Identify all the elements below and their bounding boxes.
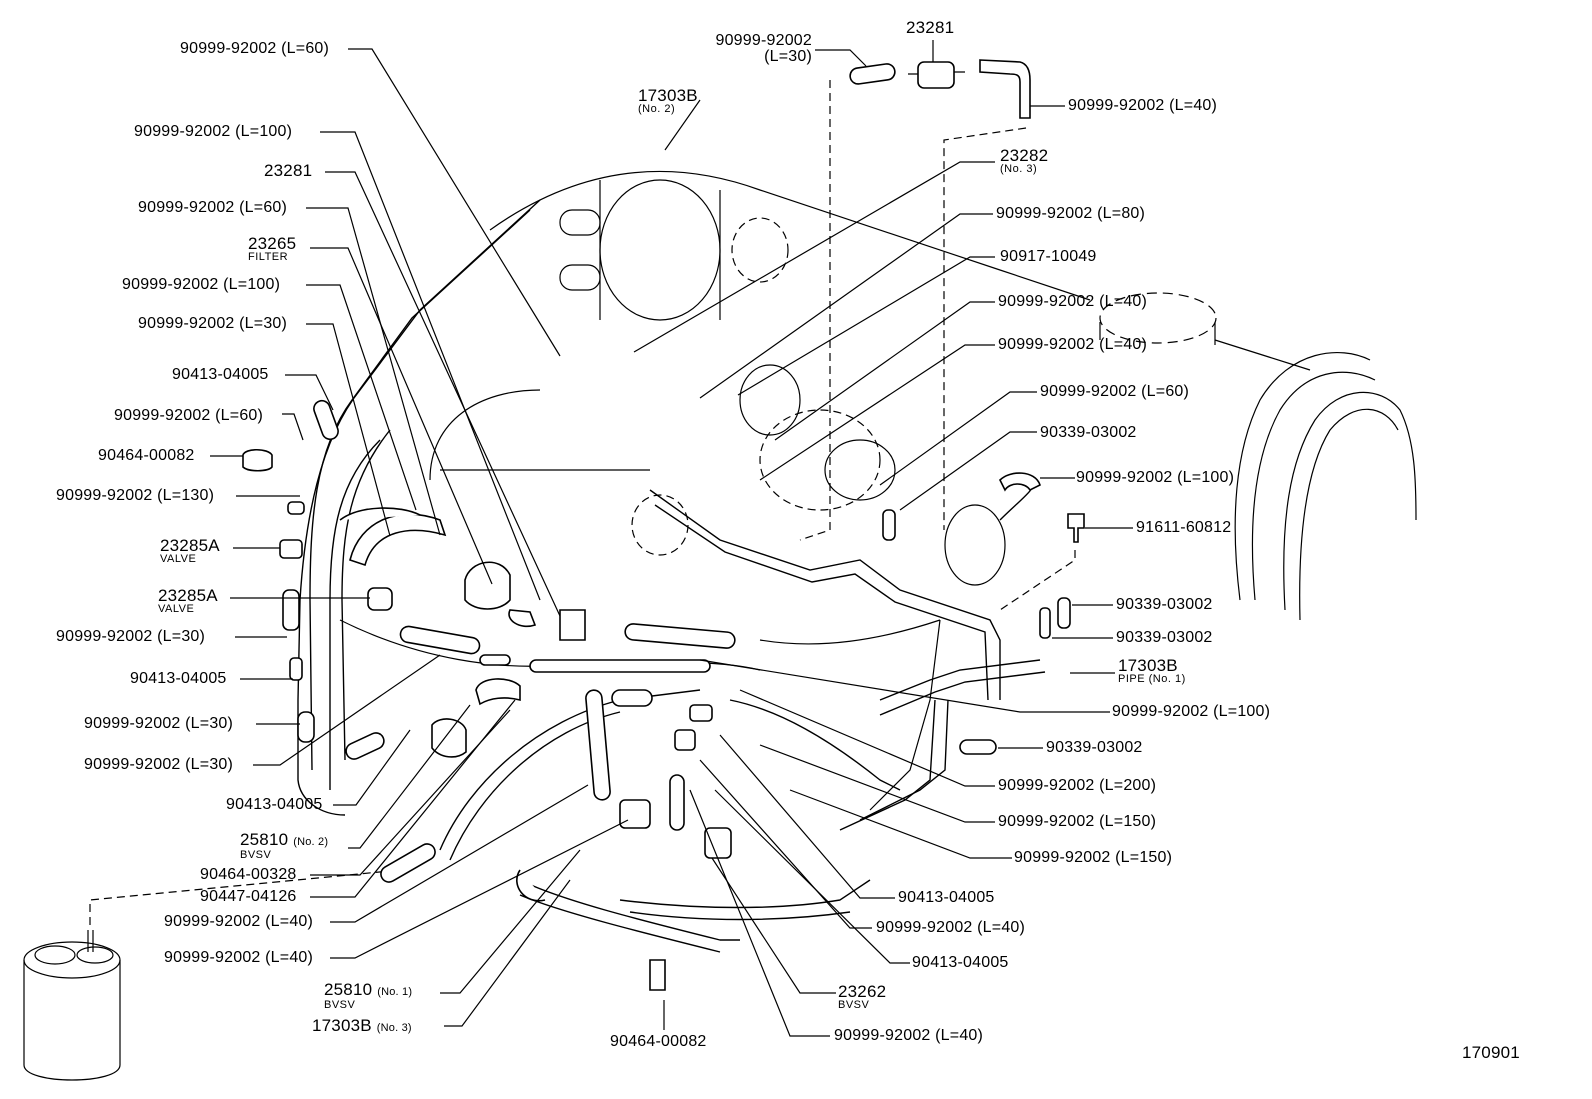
part-number: 17303B xyxy=(312,1016,372,1035)
part-label-l14: 90999-92002 (L=30) xyxy=(56,628,206,645)
center-left-hoses xyxy=(339,507,736,883)
part-label-l24: 25810 (No. 1) BVSV xyxy=(324,980,413,1011)
air-cleaner-drawing xyxy=(1099,292,1417,621)
part-label-l09: 90999-92002 (L=60) xyxy=(114,407,264,424)
part-number: 90999-92002 xyxy=(715,32,812,49)
part-number: 25810 xyxy=(324,980,373,999)
part-label-l06: 90999-92002 (L=100) xyxy=(122,276,281,293)
part-note: (L=30) xyxy=(764,48,812,65)
part-description: VALVE xyxy=(160,553,197,565)
part-label-l38: 90999-92002 (L=100) xyxy=(1076,469,1235,486)
part-label-l52: 90999-92002 (L=40) xyxy=(834,1027,984,1044)
part-number: 17303B xyxy=(638,86,698,105)
diagram-id: 170901 xyxy=(1462,1043,1520,1062)
part-label-l46: 90999-92002 (L=150) xyxy=(998,813,1157,830)
part-label-l23: 90999-92002 (L=40) xyxy=(164,949,314,966)
part-label-l29: 17303B(No. 2) xyxy=(638,86,698,115)
part-label-l49: 90999-92002 (L=40) xyxy=(876,919,1026,936)
part-label-l21: 90447-04126 xyxy=(200,888,297,905)
part-label-l03: 23281 xyxy=(264,161,313,180)
part-description: FILTER xyxy=(248,251,289,263)
part-label-l35: 90999-92002 (L=40) xyxy=(998,336,1148,353)
part-description: BVSV xyxy=(240,849,272,861)
part-label-l48: 90413-04005 xyxy=(898,889,995,906)
part-label-l17: 90999-92002 (L=30) xyxy=(84,756,234,773)
part-label-l07: 90999-92002 (L=30) xyxy=(138,315,288,332)
part-label-l08: 90413-04005 xyxy=(172,366,269,383)
part-label-l27: 90999-92002(L=30) xyxy=(704,33,812,65)
part-label-l16: 90999-92002 (L=30) xyxy=(84,715,234,732)
part-label-l20: 90464-00328 xyxy=(200,866,297,883)
part-label-l02: 90999-92002 (L=100) xyxy=(134,123,293,140)
part-number: 23262 xyxy=(838,982,887,1001)
center-cluster xyxy=(559,179,1036,586)
part-label-l25: 17303B (No. 3) xyxy=(312,1016,412,1036)
part-label-l41: 90339-03002 xyxy=(1116,629,1213,646)
part-label-l22: 90999-92002 (L=40) xyxy=(164,913,314,930)
charcoal-canister xyxy=(23,869,401,1081)
part-label-l10: 90464-00082 xyxy=(98,447,195,464)
part-label-l37: 90339-03002 xyxy=(1040,424,1137,441)
part-description: BVSV xyxy=(324,999,356,1011)
part-number: 23282 xyxy=(1000,146,1049,165)
part-label-l39: 91611-60812 xyxy=(1136,519,1232,536)
part-label-l40: 90339-03002 xyxy=(1116,596,1213,613)
part-label-l33: 90917-10049 xyxy=(1000,248,1097,265)
part-label-l34: 90999-92002 (L=40) xyxy=(998,293,1148,310)
right-pipes xyxy=(649,472,1085,701)
part-label-l28: 23281 xyxy=(906,18,955,37)
part-note: (No. 3) xyxy=(376,1022,412,1034)
part-description: PIPE (No. 1) xyxy=(1118,673,1186,685)
lower-pipes xyxy=(439,659,1046,991)
part-label-l44: 90339-03002 xyxy=(1046,739,1143,756)
part-description: VALVE xyxy=(158,603,195,615)
part-description: (No. 2) xyxy=(638,103,676,115)
part-label-l43: 90999-92002 (L=100) xyxy=(1112,703,1271,720)
part-label-l45: 90999-92002 (L=200) xyxy=(998,777,1157,794)
part-description: (No. 3) xyxy=(1000,163,1038,175)
leader-lines xyxy=(210,40,1133,1037)
part-label-l01: 90999-92002 (L=60) xyxy=(180,40,330,57)
part-number: 25810 xyxy=(240,830,289,849)
part-label-l36: 90999-92002 (L=60) xyxy=(1040,383,1190,400)
part-label-l19: 25810 (No. 2) BVSV xyxy=(240,830,329,861)
left-pipes xyxy=(242,199,541,816)
part-description: BVSV xyxy=(838,999,870,1011)
part-number: 17303B xyxy=(1118,656,1178,675)
part-label-l31: 23282(No. 3) xyxy=(1000,146,1049,175)
part-number: 23265 xyxy=(248,234,297,253)
part-label-l50: 90413-04005 xyxy=(912,954,1009,971)
part-label-l11: 90999-92002 (L=130) xyxy=(56,487,215,504)
part-label-l32: 90999-92002 (L=80) xyxy=(996,205,1146,222)
part-number: 23285A xyxy=(160,536,220,555)
part-label-l30: 90999-92002 (L=40) xyxy=(1068,97,1218,114)
part-label-l26: 90464-00082 xyxy=(610,1033,707,1050)
part-label-l15: 90413-04005 xyxy=(130,670,227,687)
part-note: (No. 1) xyxy=(377,986,413,998)
part-label-l04: 90999-92002 (L=60) xyxy=(138,199,288,216)
top-components xyxy=(799,59,1031,541)
part-note: (No. 2) xyxy=(293,836,329,848)
part-label-l18: 90413-04005 xyxy=(226,796,323,813)
part-number: 23285A xyxy=(158,586,218,605)
part-label-l47: 90999-92002 (L=150) xyxy=(1014,849,1173,866)
